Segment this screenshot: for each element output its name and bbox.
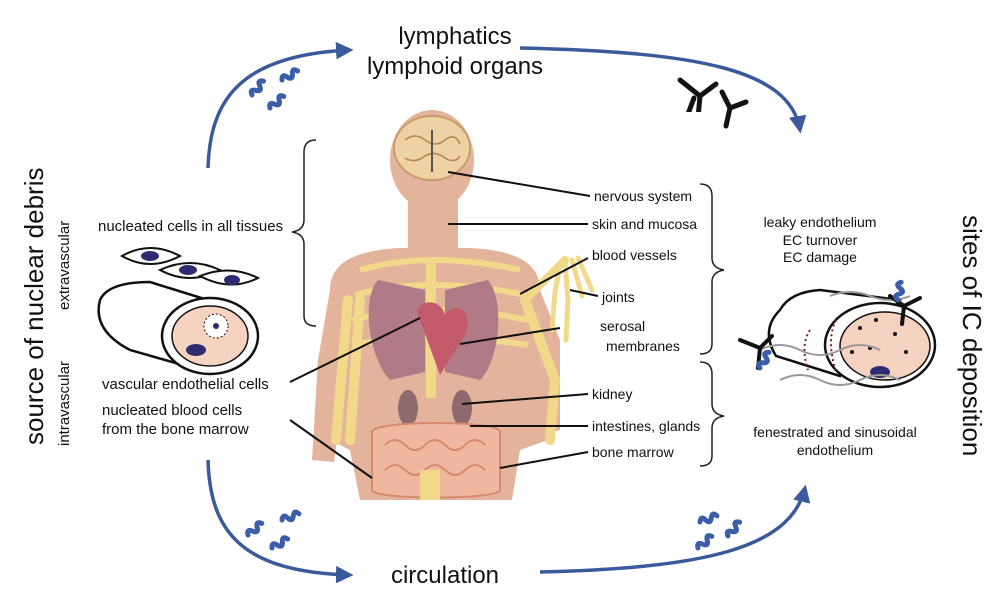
fenestrated-label: fenestrated and sinusoidal endothelium <box>735 424 935 459</box>
organ-nervous-system: nervous system <box>594 188 693 204</box>
organ-skin-mucosa: skin and mucosa <box>592 216 698 232</box>
lymphatics-line1: lymphatics <box>398 23 512 50</box>
leader-lines <box>289 171 599 479</box>
arrow-left-up <box>206 41 354 169</box>
extravascular-label: extravascular <box>56 220 73 310</box>
organ-joints: joints <box>602 289 635 305</box>
organ-serosal: serosal <box>600 318 646 334</box>
blood-cells-line2: from the bone marrow <box>102 420 249 438</box>
deposition-vessel <box>738 282 937 389</box>
flow-arrows <box>206 41 811 584</box>
circulation-label: circulation <box>390 562 500 589</box>
leaky-line2: EC turnover <box>782 231 858 248</box>
nucleated-cells-label: nucleated cells in all tissues <box>98 218 284 235</box>
blood-cells-label: nucleated blood cells from the bone marr… <box>102 402 249 440</box>
organ-intestines: intestines, glands <box>592 418 701 434</box>
intravascular-vessel <box>97 280 260 376</box>
leaky-line1: leaky endothelium <box>763 214 877 230</box>
arrow-bottom-right <box>539 484 811 574</box>
brackets <box>291 139 725 467</box>
organ-bone-marrow: bone marrow <box>592 444 674 460</box>
leaky-endothelium-label: leaky endothelium EC turnover EC damage <box>750 214 890 267</box>
lymphatics-line2: lymphoid organs <box>366 53 544 80</box>
organ-kidney: kidney <box>592 386 633 402</box>
leaky-line3: EC damage <box>783 249 857 265</box>
right-title: sites of IC deposition <box>957 215 987 457</box>
fenestration-dots <box>850 318 908 354</box>
organ-blood-vessels: blood vessels <box>592 247 677 263</box>
extravascular-cells <box>119 247 261 286</box>
lymphatics-label: lymphatics lymphoid organs <box>355 22 555 82</box>
fenestrated-line1: fenestrated and sinusoidal <box>753 424 917 440</box>
human-body <box>302 110 708 502</box>
fenestrated-line2: endothelium <box>796 441 874 458</box>
blood-cells-line1: nucleated blood cells <box>102 402 243 419</box>
arrow-top-right <box>519 46 807 134</box>
kidney <box>398 390 418 426</box>
arrow-left-down <box>206 459 354 584</box>
heart <box>417 302 468 375</box>
left-title: source of nuclear debris <box>19 167 49 445</box>
vascular-endothelial-label: vascular endothelial cells <box>102 376 269 393</box>
organ-membranes: membranes <box>606 338 680 354</box>
intravascular-label: intravascular <box>56 360 73 446</box>
